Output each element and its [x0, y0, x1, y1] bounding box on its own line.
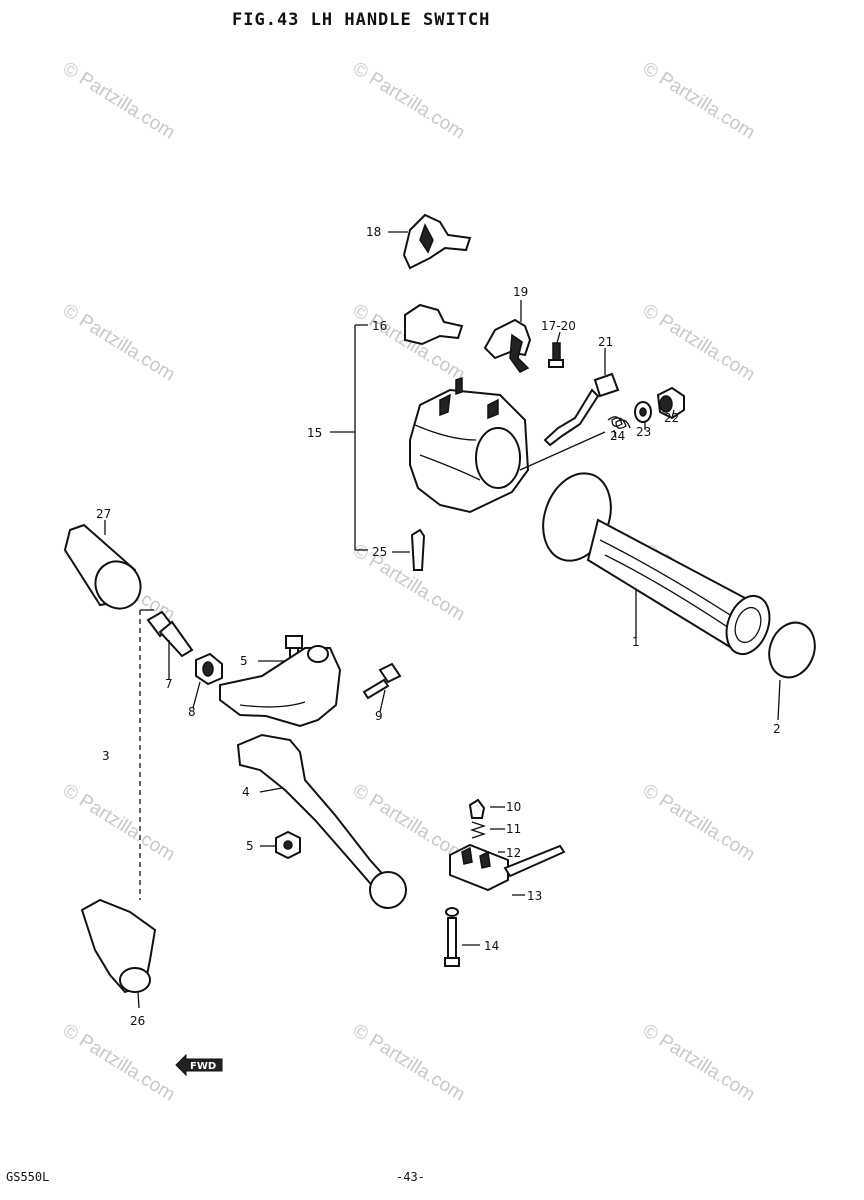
callout-5b: 5 [246, 839, 254, 853]
part-19-switch-piece[interactable] [483, 318, 532, 373]
part-10-plunger[interactable] [468, 798, 486, 819]
part-17-20-screw[interactable] [548, 342, 564, 368]
part-23-washer[interactable] [634, 401, 652, 423]
callout-15: 15 [307, 426, 322, 440]
part-15-switch-housing[interactable] [409, 376, 606, 514]
callout-21: 21 [598, 335, 613, 349]
callout-16: 16 [372, 319, 387, 333]
callout-24: 24 [610, 429, 625, 443]
callout-27: 27 [96, 507, 111, 521]
callout-7: 7 [165, 677, 173, 691]
callout-1: 1 [632, 635, 640, 649]
figure-title: FIG.43 LH HANDLE SWITCH [232, 10, 491, 30]
callout-4: 4 [242, 785, 250, 799]
callout-2: 2 [773, 722, 781, 736]
fwd-label: FWD [190, 1061, 216, 1072]
part-12-13-clutch-switch[interactable] [449, 843, 566, 892]
part-2-bar-end-cap[interactable] [762, 616, 822, 684]
callout-labels: 18 19 16 17-20 21 15 22 23 24 25 27 1 2 … [96, 225, 781, 1028]
part-4-clutch-lever[interactable] [236, 733, 407, 909]
part-3-lever-holder[interactable] [219, 645, 342, 728]
callout-25: 25 [372, 545, 387, 559]
part-6-nut[interactable] [275, 830, 301, 860]
fwd-arrow: FWD [175, 1053, 223, 1077]
callout-26: 26 [130, 1014, 145, 1028]
callout-18: 18 [366, 225, 381, 239]
callout-23: 23 [636, 425, 651, 439]
page-number: -43- [396, 1170, 425, 1184]
part-1-handlebar-grip[interactable] [532, 464, 778, 660]
part-16-knob[interactable] [404, 303, 464, 346]
part-26-dust-cover[interactable] [80, 898, 157, 994]
callout-9: 9 [375, 709, 383, 723]
part-21-switch-lever[interactable] [543, 372, 620, 447]
callout-3: 3 [102, 749, 110, 763]
part-11-spring[interactable] [469, 821, 487, 839]
part-9-bolt[interactable] [362, 662, 402, 700]
part-8-nut[interactable] [195, 652, 223, 686]
part-14-screw[interactable] [444, 907, 460, 967]
callout-17-20: 17-20 [541, 319, 576, 333]
group-15-bracket [330, 324, 368, 551]
part-7-bolt[interactable] [146, 610, 194, 658]
callout-12: 12 [506, 846, 521, 860]
group-3-bracket [139, 609, 154, 900]
callout-5a: 5 [240, 654, 248, 668]
callout-8: 8 [188, 705, 196, 719]
model-code: GS550L [6, 1170, 50, 1184]
part-25-screw[interactable] [410, 528, 426, 571]
callout-11: 11 [506, 822, 521, 836]
part-27-tube[interactable] [63, 523, 149, 617]
callout-13: 13 [527, 889, 542, 903]
callout-10: 10 [506, 800, 521, 814]
part-22-cap[interactable] [656, 386, 685, 420]
leader-lines [104, 231, 781, 1009]
part-18-switch-knob[interactable] [402, 213, 472, 270]
part-24-spring[interactable] [607, 416, 631, 429]
callout-14: 14 [484, 939, 499, 953]
callout-19: 19 [513, 285, 528, 299]
callout-22: 22 [664, 411, 679, 425]
